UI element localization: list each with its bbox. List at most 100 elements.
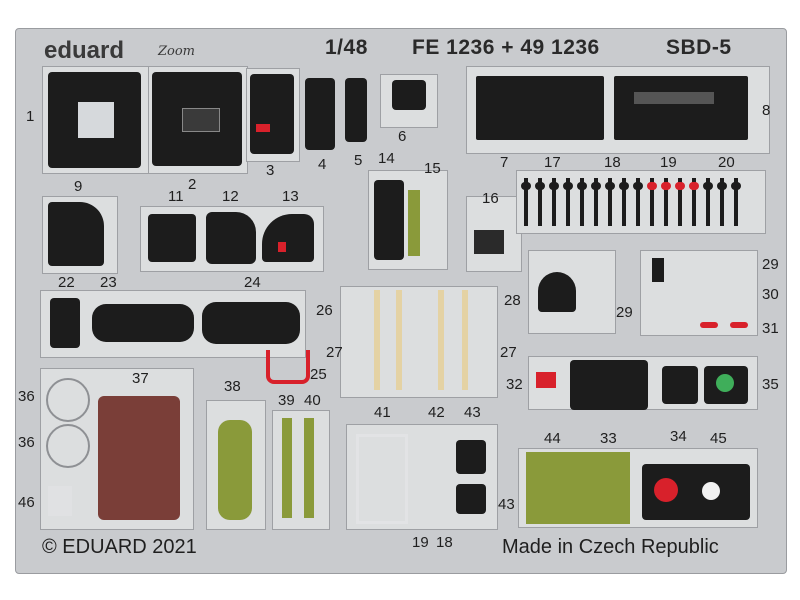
label-37: 37 [132,370,149,387]
lever-15 [717,178,727,226]
part-35-green-lamp [716,374,734,392]
label-4: 4 [318,156,327,173]
lever-6 [591,178,601,226]
part-31-red-a [700,322,718,328]
part-4-gauge-strip [305,78,335,150]
part-3-red-switch [256,124,270,132]
label-36-top: 36 [18,388,35,405]
label-40: 40 [304,392,321,409]
lever-knob-10 [647,182,657,190]
part-6-panel [392,80,426,110]
label-34: 34 [670,428,687,445]
lever-knob-14 [703,182,713,190]
part-46 [48,486,72,516]
part-35-panel [704,366,748,404]
part-14-panel [374,180,404,260]
label-3: 3 [266,162,275,179]
part-8-panel [614,76,748,140]
label-6: 6 [398,128,407,145]
part-31-red-b [730,322,748,328]
part-25-red-bracket [266,350,310,384]
lever-knob-1 [521,182,531,190]
scale-label: 1/48 [325,36,368,59]
lever-1 [521,178,531,226]
label-17: 17 [544,154,561,171]
label-28: 28 [504,292,521,309]
label-39: 39 [278,392,295,409]
part-36-wheel-a [46,378,90,422]
label-33: 33 [600,430,617,447]
part-45-white-knob [702,482,720,500]
label-31: 31 [762,320,779,337]
part-1-window [78,102,114,138]
part-3-switch-panel [250,74,294,154]
label-22: 22 [58,274,75,291]
part-5-grip [345,78,367,142]
part-16-box [474,230,504,254]
part-11-panel [148,214,196,262]
label-20: 20 [718,154,735,171]
label-19-bottom: 19 [412,534,429,551]
copyright-text: © EDUARD 2021 [42,536,197,558]
lever-13 [689,178,699,226]
lever-knob-15 [717,182,727,190]
part-34-panel [662,366,698,404]
part-8-display [634,92,714,104]
part-2-instrument-panel [152,72,242,166]
part-28-control [538,272,576,312]
part-38-olive [218,420,252,520]
lever-11 [661,178,671,226]
lever-3 [549,178,559,226]
label-9: 9 [74,178,83,195]
lever-knob-6 [591,182,601,190]
label-30: 30 [762,286,779,303]
part-7-panel [476,76,604,140]
part-17-20-frame [516,170,766,234]
label-27-right: 27 [500,344,517,361]
lever-4 [563,178,573,226]
part-36-wheel-b [46,424,90,468]
label-5: 5 [354,152,363,169]
label-38: 38 [224,378,241,395]
part-39-40-frame [272,410,330,530]
part-26-27-frame [340,286,498,398]
part-13-panel [262,214,314,262]
label-2: 2 [188,176,197,193]
part-29-box [652,258,664,282]
lever-knob-5 [577,182,587,190]
part-43-panel-b [456,484,486,514]
label-11: 11 [168,188,184,205]
label-41: 41 [374,404,391,421]
label-35: 35 [762,376,779,393]
lever-14 [703,178,713,226]
lever-9 [633,178,643,226]
part-23-panel [92,304,194,342]
part-13-red-lamp [278,242,286,252]
label-42: 42 [428,404,445,421]
part-29-31-frame [640,250,758,336]
label-43-top: 43 [464,404,481,421]
lever-knob-9 [633,182,643,190]
label-24: 24 [244,274,261,291]
label-29-left: 29 [616,304,633,321]
seatbelt-4 [462,290,468,390]
lever-2 [535,178,545,226]
lever-knob-11 [661,182,671,190]
part-22-panel [50,298,80,348]
seatbelt-1 [374,290,380,390]
lever-knob-3 [549,182,559,190]
label-27-left: 27 [326,344,343,361]
label-18: 18 [604,154,621,171]
part-1-panel [48,72,141,168]
label-29-right: 29 [762,256,779,273]
part-15-olive-bracket [408,190,420,256]
lever-7 [605,178,615,226]
part-2-center-box [182,108,220,132]
label-43-bottom: 43 [498,496,515,513]
lever-knob-13 [689,182,699,190]
lever-knob-16 [731,182,741,190]
lever-knob-8 [619,182,629,190]
part-40-olive [304,418,314,518]
lever-knob-12 [675,182,685,190]
part-39-olive [282,418,292,518]
